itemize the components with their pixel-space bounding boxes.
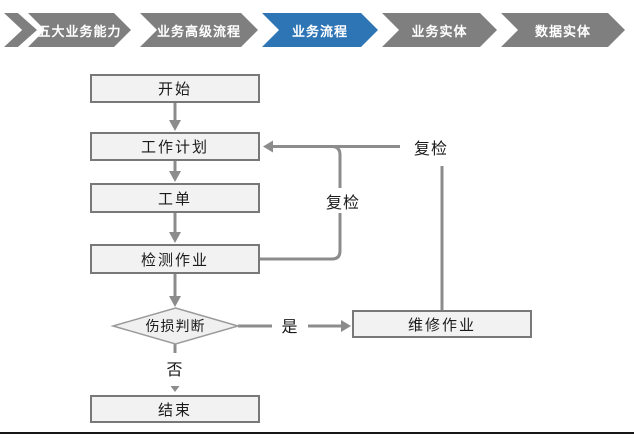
arrowhead-down-icon [169, 171, 181, 182]
edge-label-recheck-repair: 复检 [407, 134, 455, 159]
edge-label-yes: 是 [281, 319, 299, 336]
node-work-plan: 工作计划 [90, 132, 260, 161]
tab-business-process[interactable]: 业务流程 [262, 13, 378, 47]
node-repair-work: 维修作业 [352, 310, 532, 338]
node-work-order: 工单 [90, 183, 260, 213]
tab-five-business-capabilities[interactable]: 五大业务能力 [28, 13, 131, 47]
tab-data-entity[interactable]: 数据实体 [501, 13, 625, 47]
arrowhead-down-icon [169, 120, 181, 131]
decision-diamond [110, 307, 241, 345]
arrowhead-right-icon [341, 320, 351, 332]
breadcrumb: 五大业务能力 业务高级流程 业务流程 业务实体 数据实体 [0, 13, 634, 47]
arrowhead-down-small-icon [170, 386, 180, 392]
node-end: 结束 [90, 395, 260, 423]
edge-label-no: 否 [166, 362, 184, 379]
node-damage-judgment-label: 伤损判断 [145, 318, 206, 334]
edge-label-recheck-inspect: 复检 [319, 188, 367, 213]
arrowhead-down-icon [169, 232, 181, 243]
tab-business-highlevel-process[interactable]: 业务高级流程 [140, 13, 258, 47]
node-inspection-work: 检测作业 [90, 244, 260, 274]
arrowhead-down-icon [169, 296, 181, 307]
arrowhead-left-icon [263, 140, 273, 153]
edge-inspect-recheck-loop [260, 145, 342, 261]
tab-business-entity[interactable]: 业务实体 [382, 13, 497, 47]
slide-bottom-border [0, 432, 634, 434]
node-start: 开始 [90, 74, 260, 103]
